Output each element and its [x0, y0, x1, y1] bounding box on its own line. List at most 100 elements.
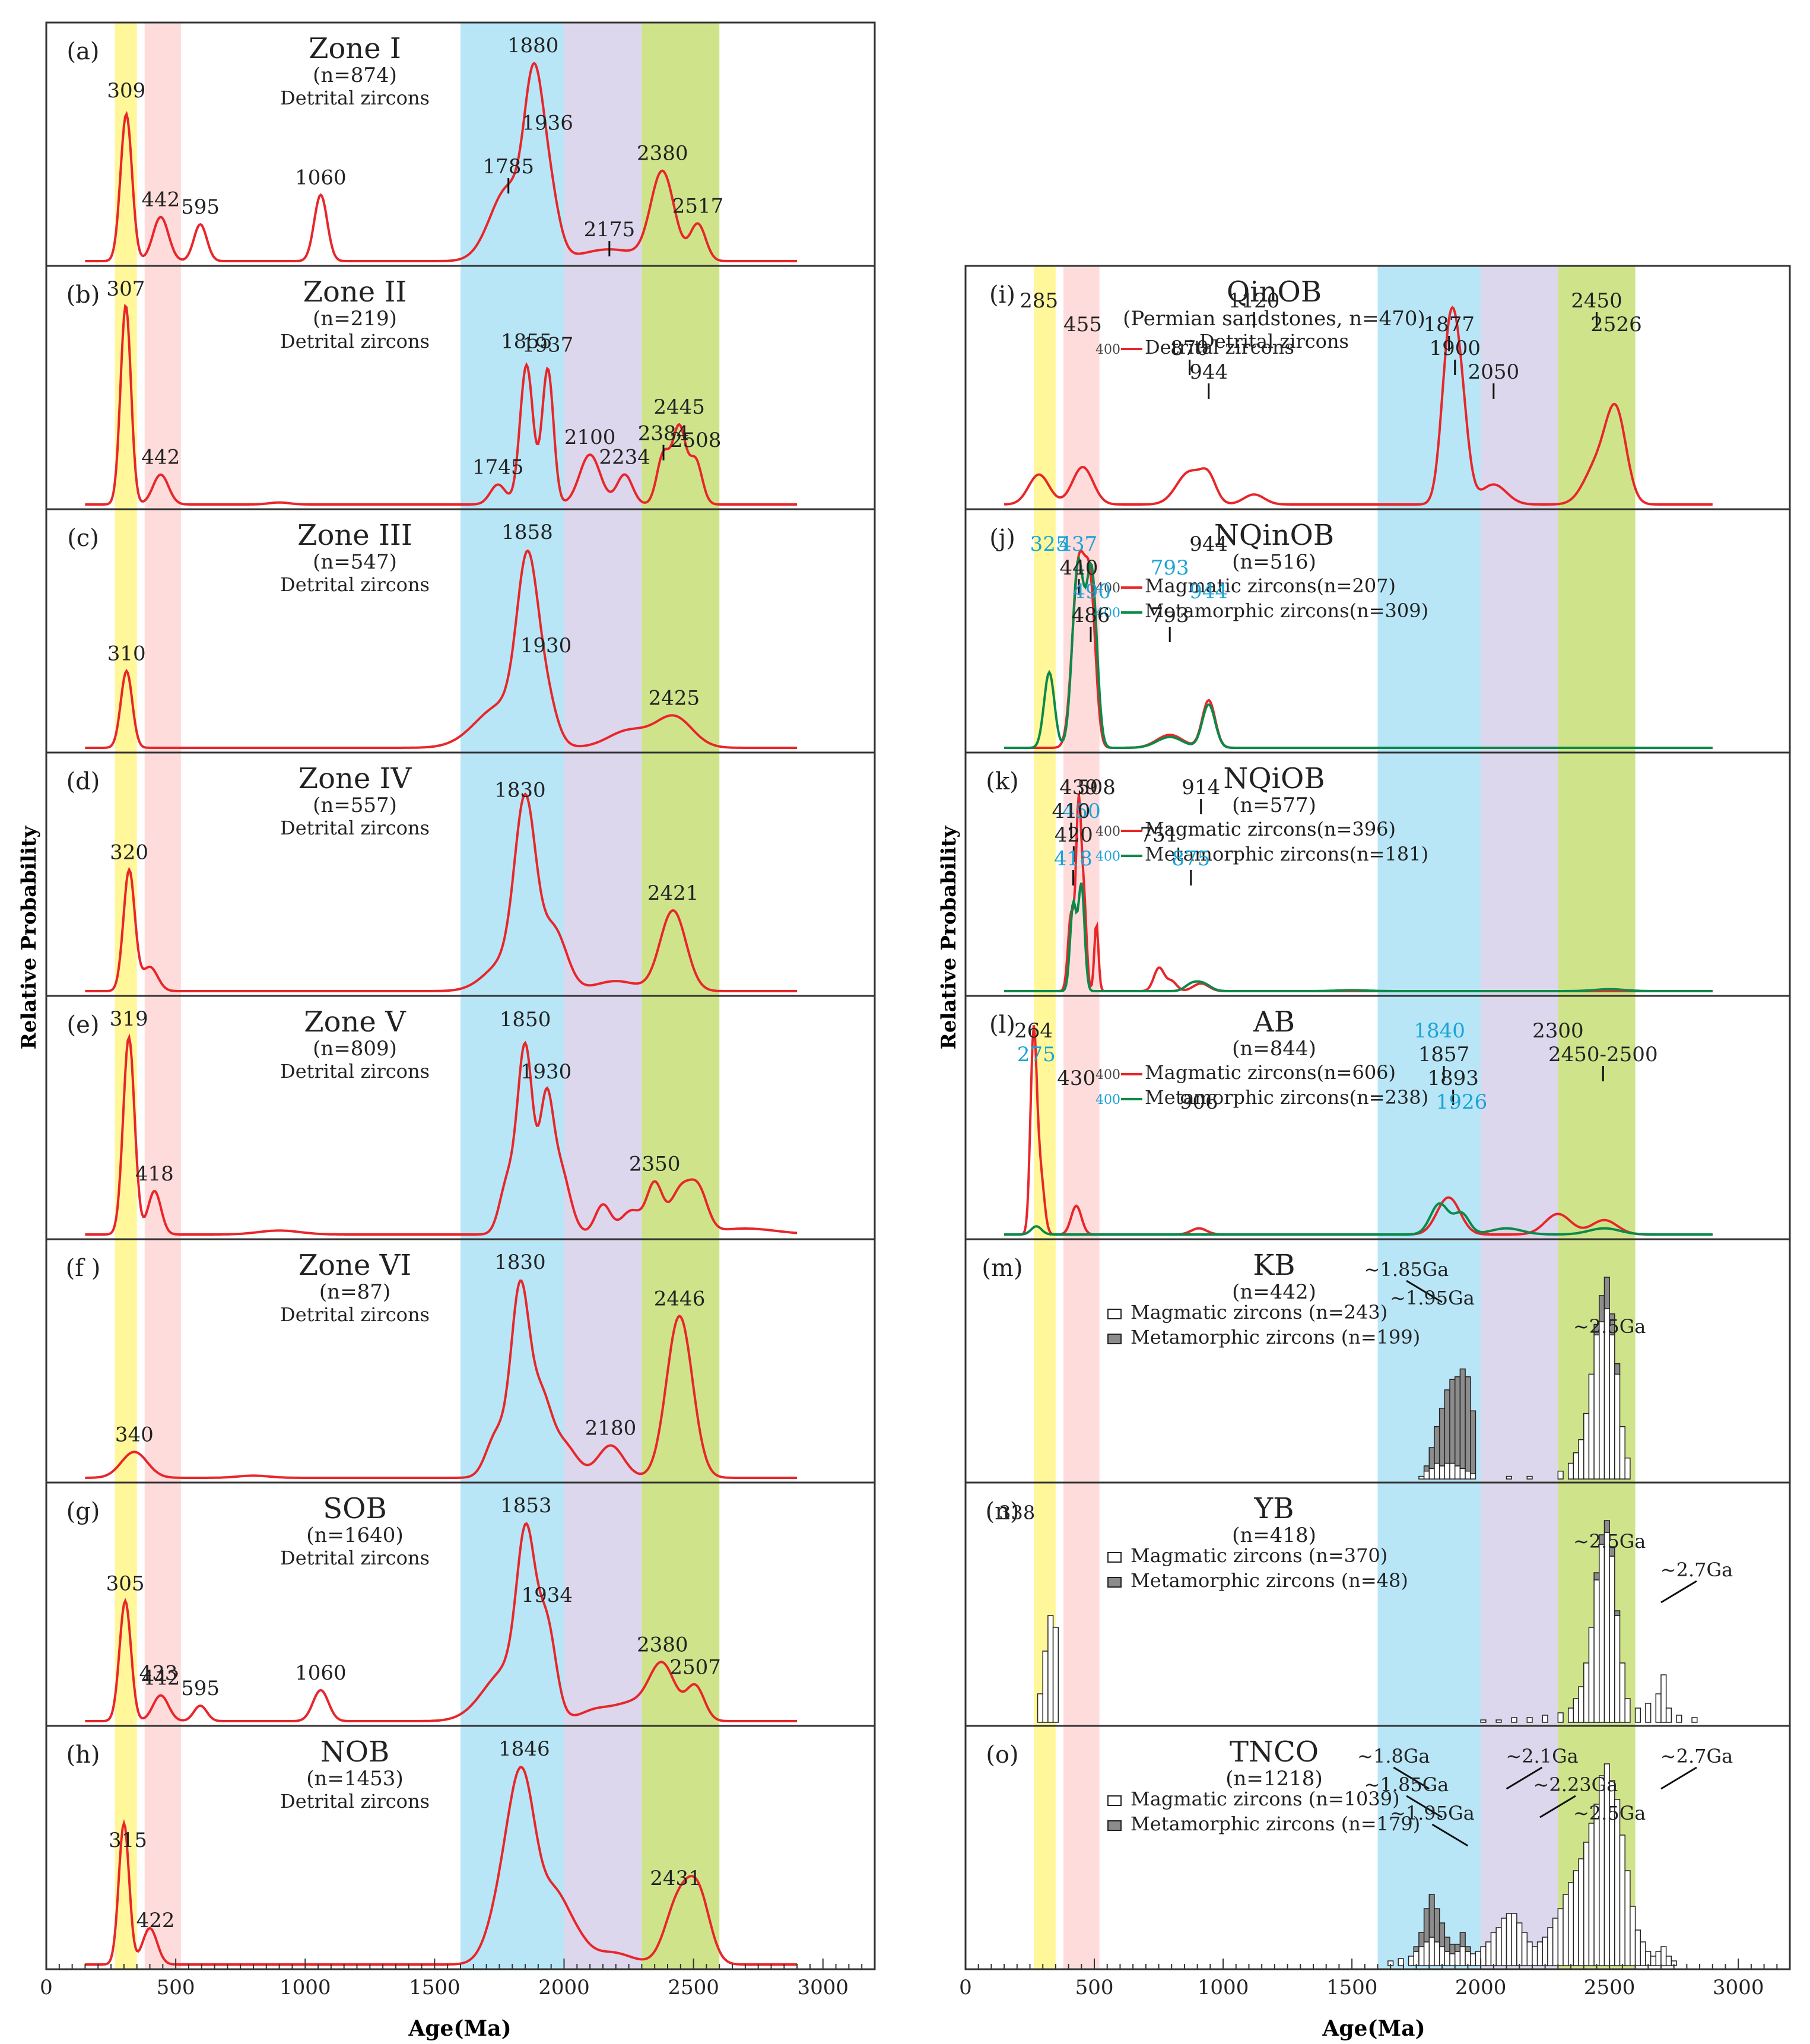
peak-label: 906	[1180, 1090, 1218, 1114]
panel-label: (c)	[67, 525, 99, 552]
hist-bar-metamorphic	[1454, 1376, 1461, 1467]
hist-bar-magmatic	[1634, 1707, 1641, 1723]
peak-label: 793	[1151, 556, 1189, 580]
peak-label: 1855	[501, 330, 552, 354]
legend-text: Metamorphic zircons (n=199)	[1131, 1326, 1420, 1348]
panel-label: (o)	[986, 1741, 1018, 1769]
peak-label: 2050	[1468, 360, 1520, 384]
legend-tag: 400	[1095, 849, 1120, 864]
peak-arrow	[1406, 1280, 1443, 1303]
hist-bar-magmatic	[1444, 1951, 1450, 1966]
panel-sample-count: (n=516)	[1232, 550, 1316, 574]
peak-label: 2384	[638, 422, 690, 446]
peak-label: 442	[141, 1667, 180, 1690]
curve-magmatic	[85, 1766, 798, 1966]
peak-label: 1850	[500, 1008, 551, 1031]
panel-sample-count: (n=844)	[1232, 1037, 1316, 1061]
peak-label: 508	[1077, 776, 1116, 799]
peak-label: 2421	[647, 881, 699, 905]
x-tick-label: 2500	[1584, 1976, 1636, 1999]
hist-bar-magmatic	[1624, 1457, 1631, 1480]
peak-label: 2425	[649, 687, 700, 710]
hist-bar-magmatic	[1454, 1465, 1461, 1480]
peak-label: 1880	[507, 34, 559, 58]
panel-title: NQinOB	[1214, 519, 1334, 552]
panel-e: (e)Zone V(n=809)Detrital zircons31941818…	[67, 1005, 681, 1186]
hist-bar-magmatic	[1047, 1615, 1054, 1723]
hist-bar-magmatic	[1439, 1465, 1446, 1480]
hist-bar-magmatic	[1578, 1686, 1584, 1723]
hist-bar-magmatic	[1557, 1712, 1564, 1723]
panel-sample-count: (n=557)	[313, 794, 397, 817]
legend-text: Metamorphic zircons (n=179)	[1131, 1813, 1420, 1835]
peak-label: 1745	[472, 455, 524, 479]
hist-bar-magmatic	[1526, 1717, 1533, 1723]
peak-label: 1785	[482, 155, 534, 179]
peak-label: 338	[999, 1502, 1035, 1524]
hist-bar-magmatic	[1428, 1468, 1435, 1480]
hist-bar-magmatic	[1418, 1475, 1425, 1480]
peak-label: 1858	[501, 520, 553, 544]
legend-swatch-hist_metamorphic	[1107, 1820, 1122, 1831]
panel-label: (d)	[66, 768, 100, 795]
panel-title: SOB	[323, 1492, 387, 1525]
panel-f: (f )Zone VI(n=87)Detrital zircons3401830…	[66, 1249, 706, 1446]
hist-bar-magmatic	[1398, 1958, 1404, 1966]
panel-label: (k)	[986, 768, 1018, 795]
hist-bar-magmatic	[1640, 1941, 1646, 1966]
x-tick-label: 2000	[538, 1976, 590, 1999]
hist-bar-magmatic	[1042, 1651, 1049, 1723]
hist-bar-metamorphic	[1614, 1610, 1621, 1616]
peak-label: 2431	[650, 1867, 701, 1890]
x-tick-label: 500	[1075, 1976, 1114, 1999]
peak-label: 595	[181, 1677, 220, 1700]
peak-label: 2380	[637, 142, 688, 166]
panel-label: (l)	[989, 1011, 1015, 1039]
x-tick-label: 1000	[1198, 1976, 1249, 1999]
hist-bar-magmatic	[1624, 1698, 1631, 1723]
hist-bar-magmatic	[1485, 1941, 1492, 1966]
hist-bar-metamorphic	[1449, 1944, 1456, 1954]
hist-bar-magmatic	[1619, 1834, 1625, 1966]
curve-magmatic	[1004, 305, 1713, 506]
panel-subtitle: Detrital zircons	[280, 1547, 430, 1569]
peak-label: 430	[1057, 1067, 1095, 1090]
hist-bar-magmatic	[1536, 1941, 1544, 1966]
panel-m: (m)KB(n=442)Magmatic zircons (n=243)Meta…	[982, 1249, 1646, 1348]
legend-text: Detrital zircons	[1145, 336, 1294, 358]
legend-swatch-hist_metamorphic	[1107, 1334, 1122, 1344]
panel-label: (i)	[989, 281, 1015, 309]
hist-bar-magmatic	[1665, 1707, 1672, 1723]
peak-label: 420	[1055, 823, 1093, 847]
legend-text: Magmatic zircons (n=370)	[1131, 1544, 1387, 1567]
panel-title: Zone I	[309, 32, 401, 65]
peak-label: 264	[1014, 1019, 1053, 1043]
hist-bar-magmatic	[1511, 1717, 1517, 1723]
hist-bar-metamorphic	[1454, 1944, 1461, 1952]
curve-metamorphic	[1004, 555, 1713, 749]
peak-label: 2517	[672, 194, 724, 218]
peak-label: 442	[141, 446, 180, 469]
hist-bar-magmatic	[1480, 1946, 1487, 1966]
peak-label: 437	[1059, 532, 1097, 556]
panel-label: (a)	[66, 38, 99, 65]
peak-label: 2180	[585, 1416, 637, 1440]
panel-label: (b)	[66, 281, 100, 309]
legend-tag: 400	[1095, 606, 1120, 621]
hist-bar-magmatic	[1665, 1956, 1672, 1966]
hist-bar-magmatic	[1599, 1321, 1605, 1480]
hist-bar-metamorphic	[1439, 1408, 1446, 1467]
peak-label: 1893	[1427, 1067, 1479, 1090]
curve-metamorphic	[1004, 882, 1713, 992]
hist-bar-magmatic	[1449, 1462, 1456, 1480]
peak-label: ~2.7Ga	[1660, 1559, 1733, 1581]
peak-label: ~2.5Ga	[1573, 1315, 1646, 1338]
hist-bar-metamorphic	[1434, 1426, 1440, 1464]
hist-bar-magmatic	[1413, 1951, 1420, 1966]
hist-bar-magmatic	[1490, 1932, 1497, 1966]
panel-title: Zone IV	[299, 762, 412, 795]
peak-arrow	[1660, 1766, 1697, 1790]
hist-bar-magmatic	[1578, 1439, 1584, 1480]
peak-label: 1934	[521, 1583, 573, 1607]
